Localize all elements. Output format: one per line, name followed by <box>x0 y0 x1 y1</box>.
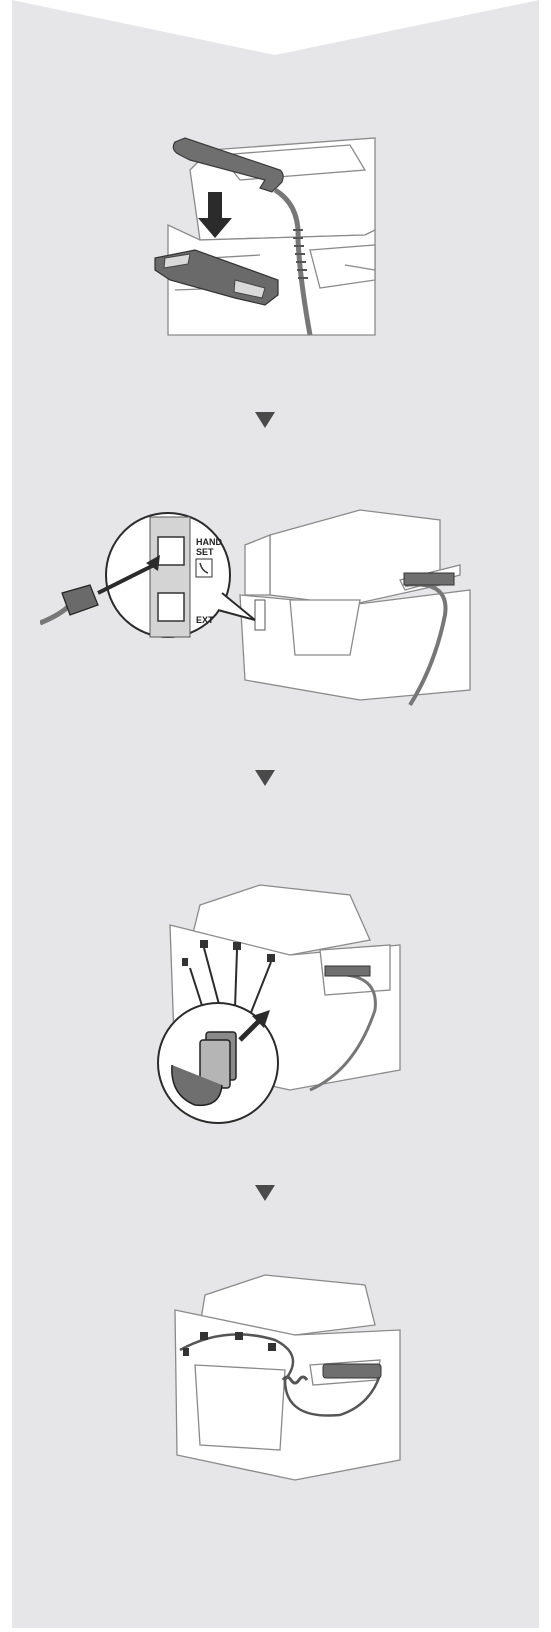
ext-jack <box>158 593 184 621</box>
clamp-mark-2 <box>233 942 241 950</box>
clamp-mark-4 <box>182 958 188 966</box>
step-3-illustration <box>150 880 420 1130</box>
step-1-illustration <box>150 130 390 345</box>
clamp-mark-3 <box>267 954 275 962</box>
jack-label-hand: HAND <box>196 537 222 547</box>
handset-jack <box>158 537 184 565</box>
jack-label-ext: EXT <box>196 615 214 625</box>
handset <box>323 1364 381 1378</box>
step-2-illustration: HAND SET EXT <box>40 505 490 715</box>
clamp-mark-1 <box>200 940 208 948</box>
step-arrow-1 <box>255 412 275 428</box>
step-arrow-3 <box>255 1185 275 1201</box>
jack-label-set: SET <box>196 547 214 557</box>
phone-icon <box>196 559 212 577</box>
step-4-illustration <box>165 1270 405 1490</box>
step-arrow-2 <box>255 770 275 786</box>
